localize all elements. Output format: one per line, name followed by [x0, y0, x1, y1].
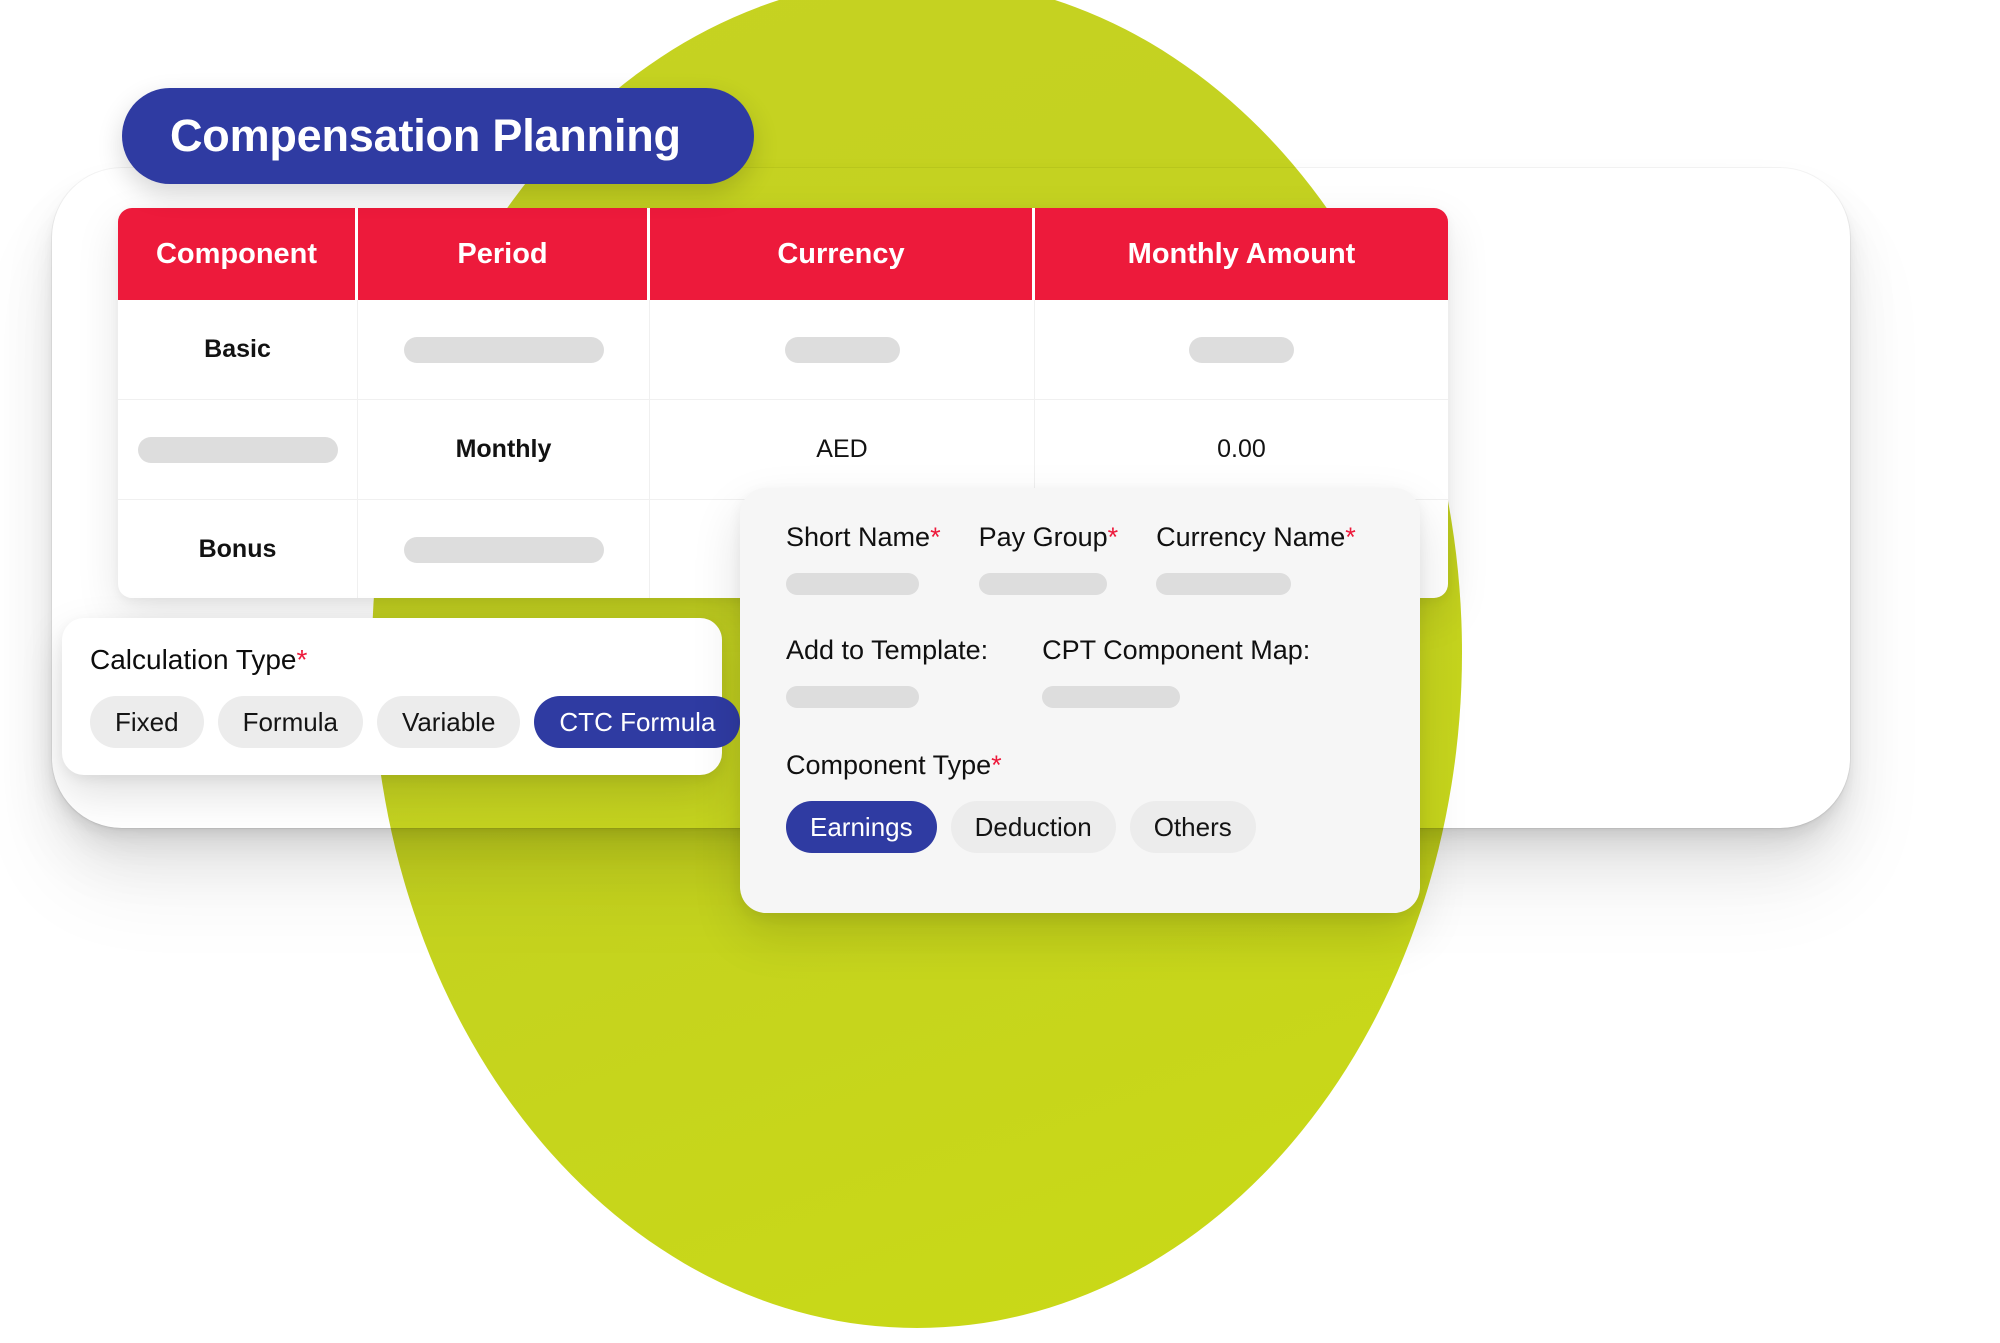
cell-period[interactable] [358, 500, 650, 598]
field-label-text: Pay Group [978, 522, 1108, 552]
cell-monthly-amount: 0.00 [1217, 435, 1266, 463]
calc-option-variable[interactable]: Variable [376, 696, 521, 748]
field-add-to-template-label: Add to Template: [786, 635, 989, 665]
calculation-type-label-text: Calculation Type [90, 644, 297, 675]
table-header-component: Component [118, 208, 358, 300]
field-short-name: Short Name* [786, 522, 941, 595]
placeholder-bar [403, 336, 604, 363]
required-asterisk: * [296, 644, 308, 675]
table-header-row: Component Period Currency Monthly Amount [118, 208, 1448, 300]
calc-option-formula[interactable]: Formula [217, 696, 363, 748]
cell-component: Bonus [118, 500, 358, 598]
cell-period: Monthly [358, 400, 650, 499]
field-pay-group: Pay Group* [978, 522, 1119, 595]
calc-option-fixed[interactable]: Fixed [90, 696, 204, 748]
calculation-type-label: Calculation Type* [90, 644, 694, 676]
field-cpt-component-map-label: CPT Component Map: [1042, 635, 1311, 665]
component-type-options: Earnings Deduction Others [786, 801, 1374, 853]
component-type-label-text: Component Type [786, 750, 992, 780]
component-type-option-others[interactable]: Others [1129, 801, 1256, 853]
component-type-option-earnings[interactable]: Earnings [786, 801, 937, 853]
field-add-to-template: Add to Template: [786, 635, 988, 708]
required-asterisk: * [1107, 522, 1119, 552]
field-pay-group-label: Pay Group* [979, 522, 1119, 553]
add-to-template-input[interactable] [786, 686, 919, 708]
cell-period[interactable] [358, 300, 650, 399]
field-short-name-label: Short Name* [786, 522, 941, 553]
component-type-option-deduction[interactable]: Deduction [950, 801, 1116, 853]
detail-fields-row-2: Add to Template: CPT Component Map: [786, 635, 1374, 708]
page-title-pill: Compensation Planning [122, 88, 754, 184]
calculation-type-options: Fixed Formula Variable CTC Formula [90, 696, 741, 748]
cell-monthly-amount[interactable] [1035, 300, 1448, 399]
cell-component[interactable] [118, 400, 358, 499]
cell-currency[interactable] [650, 300, 1035, 399]
table-row[interactable]: Basic [118, 300, 1448, 400]
currency-name-input[interactable] [1156, 573, 1292, 595]
field-currency-name: Currency Name* [1156, 522, 1356, 595]
compensation-table-card: Component Period Currency Monthly Amount… [118, 208, 1448, 598]
component-type-label: Component Type* [786, 750, 1374, 781]
short-name-input[interactable] [786, 573, 919, 595]
cell-component: Basic [118, 300, 358, 399]
table-header-period: Period [358, 208, 650, 300]
field-currency-name-label: Currency Name* [1156, 522, 1356, 553]
required-asterisk: * [1345, 522, 1356, 552]
table-header-monthly-amount: Monthly Amount [1035, 208, 1448, 300]
table-header-currency: Currency [650, 208, 1035, 300]
required-asterisk: * [930, 522, 941, 552]
cell-currency: AED [650, 400, 1035, 499]
component-detail-panel: Short Name* Pay Group* Currency Name* Ad… [740, 488, 1420, 913]
placeholder-bar [137, 436, 338, 463]
cpt-component-map-input[interactable] [1042, 686, 1181, 708]
detail-fields-row-1: Short Name* Pay Group* Currency Name* [786, 522, 1374, 595]
calculation-type-card: Calculation Type* Fixed Formula Variable… [62, 618, 741, 775]
page-title: Compensation Planning [170, 110, 681, 161]
calc-option-ctc-formula[interactable]: CTC Formula [534, 696, 741, 748]
field-cpt-component-map: CPT Component Map: [1042, 635, 1310, 708]
field-label-text: Short Name [786, 522, 931, 552]
pay-group-input[interactable] [978, 573, 1107, 595]
field-label-text: Currency Name [1156, 522, 1346, 552]
placeholder-bar [1189, 336, 1294, 363]
placeholder-bar [784, 336, 900, 363]
placeholder-bar [403, 536, 604, 563]
required-asterisk: * [991, 750, 1002, 780]
table-row[interactable]: Monthly AED 0.00 [118, 400, 1448, 500]
